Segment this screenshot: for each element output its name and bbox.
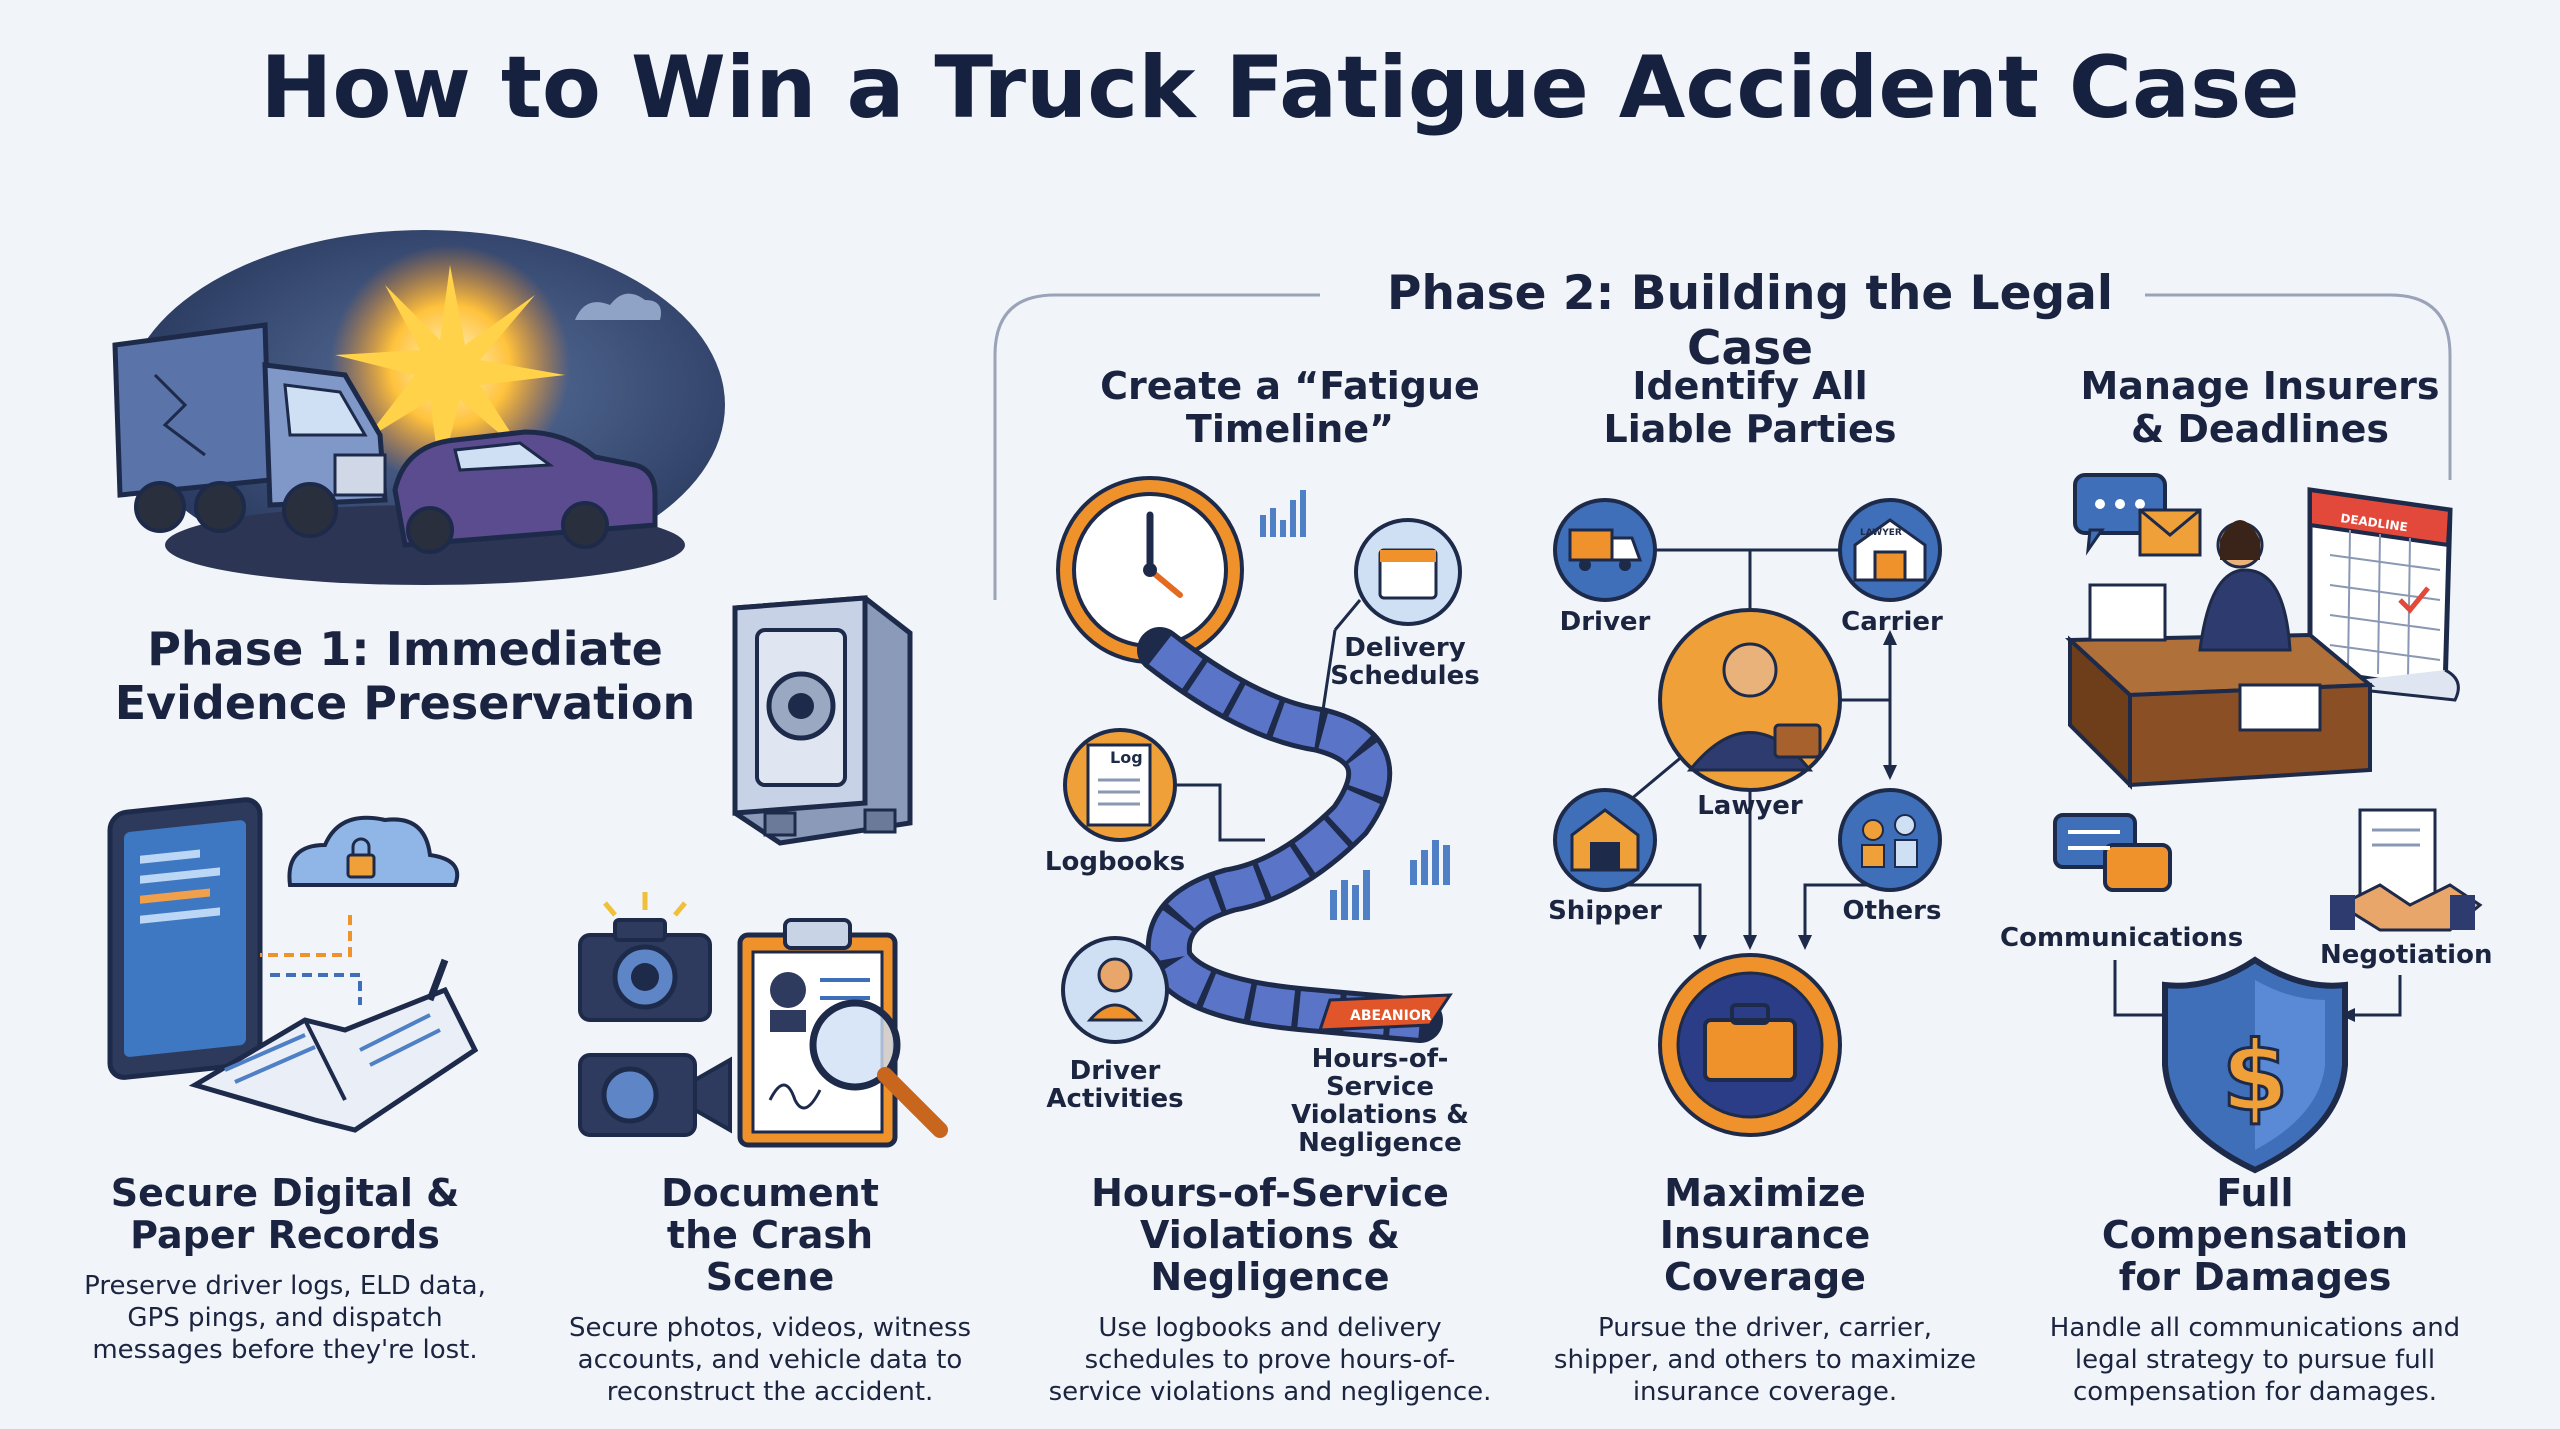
group-icon (1838, 788, 1942, 892)
card-heading: Full Compensation for Damages (2101, 1171, 2409, 1299)
envelope-icon (2138, 508, 2202, 557)
card-description: Use logbooks and delivery schedules to p… (1048, 1313, 1492, 1407)
driver-activities-label: Driver Activities (1046, 1056, 1184, 1114)
safe-icon (732, 595, 913, 846)
truck-icon (1553, 498, 1657, 602)
card-description: Preserve driver logs, ELD data, GPS ping… (84, 1271, 486, 1365)
person-icon (2198, 520, 2292, 652)
shipper-label: Shipper (1548, 896, 1662, 926)
carrier-sign-text: LAWYER (1860, 528, 1902, 538)
insurers-illustration: DEADLINE $ (2053, 473, 2483, 1174)
card-heading: Secure Digital & Paper Records (110, 1171, 460, 1257)
fatigue-timeline-illustration: Log ABEANIOR (1056, 476, 1462, 1044)
video-camera-icon (578, 1053, 732, 1137)
card-insurance-coverage: Maximize Insurance Coverage Pursue the d… (1550, 1172, 1980, 1408)
card-description: Secure photos, videos, witness accounts,… (568, 1313, 972, 1407)
calendar-icon (1354, 518, 1462, 626)
phase1-title: Phase 1: Immediate Evidence Preservation (114, 622, 696, 730)
crash-scene-illustration (578, 892, 948, 1148)
card-heading: Maximize Insurance Coverage (1659, 1171, 1871, 1299)
phase2-title: Phase 2: Building the Legal Case (1387, 266, 2113, 376)
logbooks-label: Logbooks (1044, 847, 1186, 877)
log-text: Log (1110, 748, 1143, 767)
liable-parties-heading: Identify All Liable Parties (1603, 364, 1897, 451)
warehouse-icon (1838, 498, 1942, 602)
deadline-calendar-icon (2307, 487, 2460, 702)
svg-text:$: $ (2222, 1021, 2289, 1133)
card-hos-violations: Hours-of-Service Violations & Negligence… (1040, 1172, 1500, 1408)
shield-dollar-icon (2162, 956, 2348, 1174)
communications-label: Communications (2000, 923, 2244, 953)
timeline-heading: Create a “Fatigue Timeline” (1100, 364, 1480, 451)
records-illustration (107, 797, 479, 1133)
hos-violations-label: Hours-of-Service Violations & Negligence (1291, 1044, 1469, 1158)
page-title: How to Win a Truck Fatigue Accident Case (260, 38, 2300, 138)
card-description: Pursue the driver, carrier, shipper, and… (1553, 1313, 1977, 1407)
others-label: Others (1842, 896, 1942, 926)
lawyer-icon (1658, 608, 1842, 792)
card-full-compensation: Full Compensation for Damages Handle all… (2040, 1172, 2470, 1408)
briefcase-icon (1658, 953, 1842, 1137)
card-heading: Hours-of-Service Violations & Negligence (1091, 1171, 1449, 1299)
cloud-lock-icon (287, 815, 460, 887)
liable-parties-diagram: LAWYER (1553, 498, 1942, 1137)
magnifier-icon (809, 999, 901, 1091)
logbook-icon (1063, 728, 1177, 842)
lawyer-label: Lawyer (1697, 791, 1803, 821)
card-secure-records: Secure Digital & Paper Records Preserve … (70, 1172, 500, 1366)
driver-icon (1061, 936, 1169, 1044)
communications-icon (2053, 813, 2172, 892)
negotiation-label: Negotiation (2320, 940, 2493, 970)
shipper-icon (1553, 788, 1657, 892)
banner-text: ABEANIOR (1350, 1008, 1432, 1024)
crash-illustration (112, 230, 725, 585)
insurers-heading: Manage Insurers & Deadlines (2080, 364, 2440, 451)
camera-icon (578, 892, 712, 1022)
card-description: Handle all communications and legal stra… (2049, 1313, 2461, 1407)
card-crash-scene: Document the Crash Scene Secure photos, … (560, 1172, 980, 1408)
card-heading: Document the Crash Scene (661, 1171, 879, 1299)
driver-label: Driver (1559, 607, 1651, 637)
delivery-schedules-label: Delivery Schedules (1330, 633, 1480, 691)
carrier-label: Carrier (1841, 607, 1943, 637)
handshake-icon (2330, 808, 2483, 932)
